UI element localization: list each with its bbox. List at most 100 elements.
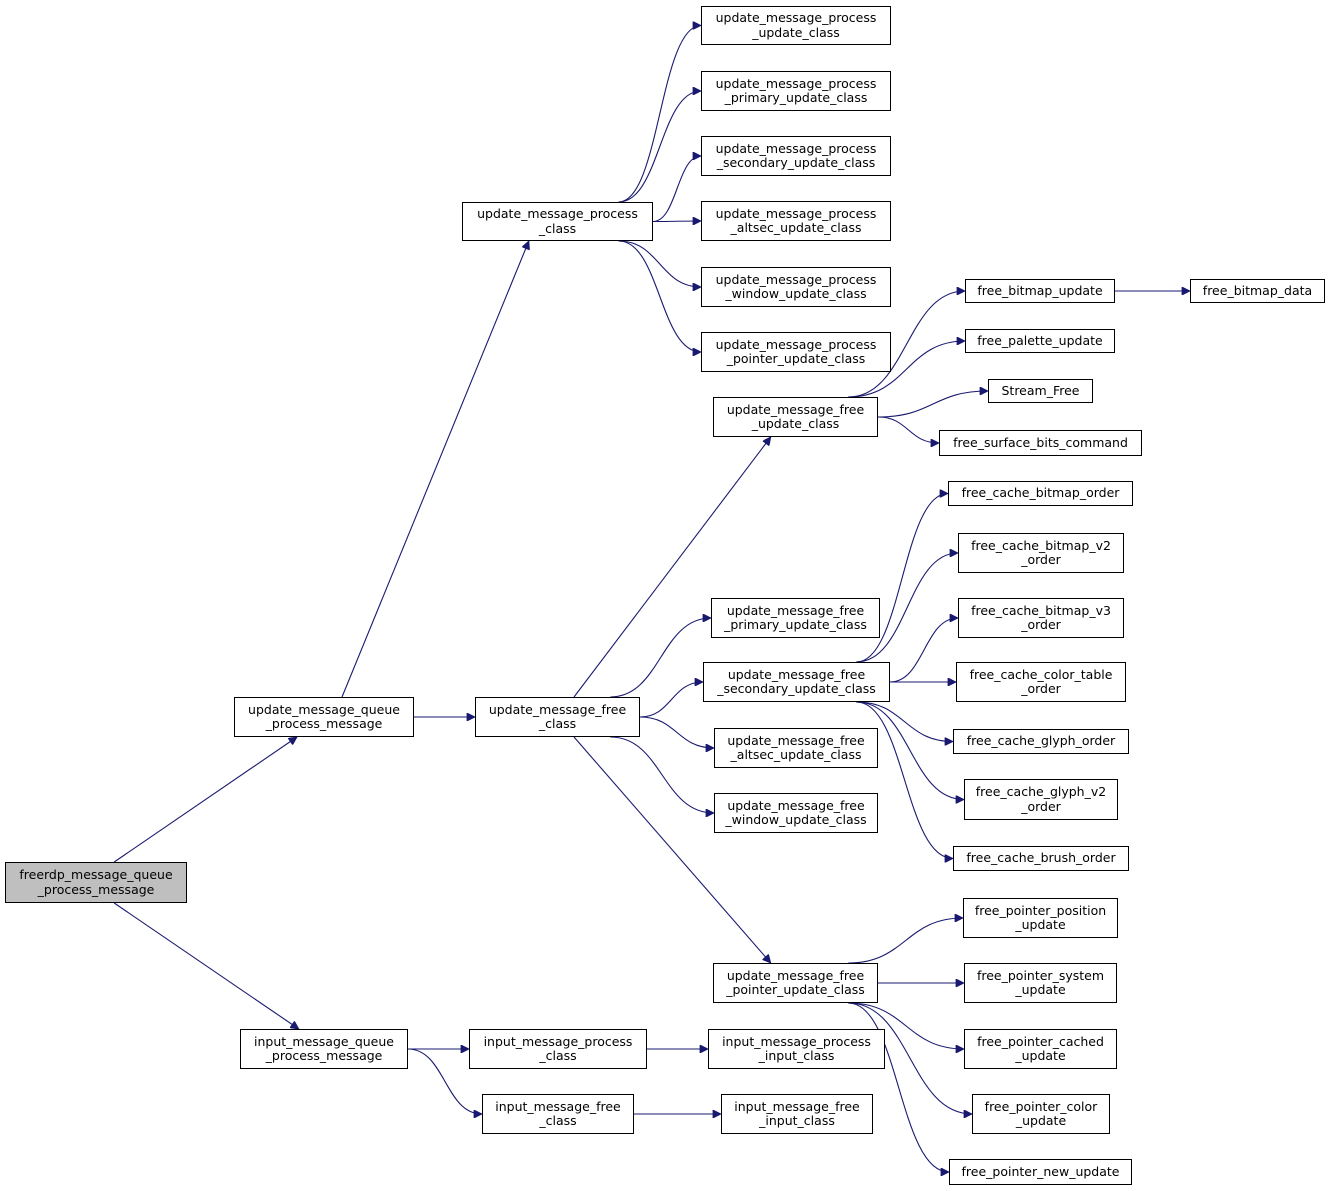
node-update-message-free-window-update-class[interactable]: update_message_free_window_update_class — [714, 793, 878, 833]
node-label-line: update_message_free — [726, 602, 865, 618]
node-free-cache-glyph-v2-order[interactable]: free_cache_glyph_v2_order — [964, 779, 1118, 820]
edge-n13-n25 — [877, 416, 939, 443]
node-free-pointer-cached-update[interactable]: free_pointer_cached_update — [964, 1029, 1117, 1069]
edge-n15-n32 — [856, 701, 953, 859]
edge-n2-n6 — [407, 1048, 482, 1114]
edge-n15-n31 — [856, 701, 964, 800]
edge-n4-n14 — [610, 618, 711, 698]
node-free-cache-color-table-order[interactable]: free_cache_color_table_order — [956, 662, 1126, 702]
node-label-line: freerdp_message_queue — [19, 867, 173, 882]
node-label-line: _process_message — [265, 716, 383, 731]
node-update-message-queue-process-message[interactable]: update_message_queue_process_message — [234, 697, 414, 737]
node-free-cache-glyph-order[interactable]: free_cache_glyph_order — [953, 729, 1129, 754]
node-update-message-free-altsec-update-class[interactable]: update_message_free_altsec_update_class — [714, 728, 878, 768]
node-free-bitmap-data[interactable]: free_bitmap_data — [1190, 279, 1325, 303]
node-label-line: _altsec_update_class — [730, 220, 862, 235]
node-free-cache-bitmap-order[interactable]: free_cache_bitmap_order — [948, 481, 1133, 506]
edge-n3-n7 — [618, 26, 701, 203]
node-label-line: _update — [1015, 917, 1066, 932]
node-label-line: input_message_free — [734, 1098, 860, 1114]
node-label-line: free_cache_glyph_order — [966, 733, 1116, 749]
node-input-message-queue-process-message[interactable]: input_message_queue_process_message — [240, 1029, 408, 1069]
node-update-message-free-update-class[interactable]: update_message_free_update_class — [713, 397, 878, 437]
node-label-line: _update — [1015, 1113, 1067, 1128]
node-label-line: free_pointer_system — [976, 967, 1105, 983]
node-update-message-free-secondary-update-class[interactable]: update_message_free_secondary_update_cla… — [703, 662, 890, 702]
node-free-pointer-color-update[interactable]: free_pointer_color_update — [972, 1094, 1110, 1134]
node-update-message-process-pointer-update-class[interactable]: update_message_process_pointer_update_cl… — [701, 332, 891, 372]
node-label-line: _update — [1015, 982, 1066, 997]
node-input-message-process-input-class[interactable]: input_message_process_input_class — [708, 1029, 885, 1069]
node-free-surface-bits-command[interactable]: free_surface_bits_command — [939, 430, 1142, 456]
node-label-line: _class — [538, 220, 577, 236]
node-update-message-process-update-class[interactable]: update_message_process_update_class — [701, 6, 891, 45]
node-label-line: update_message_free — [727, 797, 865, 813]
node-input-message-free-input-class[interactable]: input_message_free_input_class — [721, 1094, 873, 1134]
edge-n3-n11 — [618, 240, 701, 287]
node-label-line: _update_class — [751, 416, 840, 431]
edge-n18-n37 — [848, 1002, 949, 1172]
edge-n4-n13 — [573, 437, 771, 698]
edge-n4-n15 — [639, 682, 703, 718]
node-label-line: _pointer_update_class — [726, 351, 866, 366]
edge-n15-n27 — [856, 553, 958, 663]
node-update-message-free-pointer-update-class[interactable]: update_message_free_pointer_update_class — [713, 963, 878, 1003]
node-label-line: input_message_free — [495, 1098, 621, 1114]
node-label-line: input_message_process — [722, 1033, 871, 1049]
node-free-palette-update[interactable]: free_palette_update — [965, 329, 1115, 353]
node-free-pointer-position-update[interactable]: free_pointer_position_update — [963, 898, 1118, 938]
node-update-message-process-altsec-update-class[interactable]: update_message_process_altsec_update_cla… — [701, 201, 891, 241]
node-free-cache-bitmap-v3-order[interactable]: free_cache_bitmap_v3_order — [958, 598, 1124, 638]
edge-n3-n10 — [652, 221, 701, 222]
node-update-message-free-class[interactable]: update_message_free_class — [475, 697, 640, 737]
node-label-line: _class — [538, 716, 577, 731]
node-update-message-process-primary-update-class[interactable]: update_message_process_primary_update_cl… — [701, 71, 891, 111]
node-label-line: update_message_free — [727, 732, 865, 748]
node-label-line: _process_message — [37, 881, 155, 897]
node-label-line: _update_class — [752, 24, 840, 40]
node-label-line: free_surface_bits_command — [953, 434, 1128, 450]
edge-n18-n33 — [848, 918, 963, 964]
node-input-message-free-class[interactable]: input_message_free_class — [482, 1094, 634, 1134]
edge-n0-n2 — [113, 902, 299, 1029]
node-label-line: update_message_free — [726, 967, 865, 983]
node-update-message-process-window-update-class[interactable]: update_message_process_window_update_cla… — [701, 267, 891, 307]
node-label-line: _primary_update_class — [724, 90, 868, 105]
edge-n3-n12 — [618, 240, 701, 352]
node-update-message-free-primary-update-class[interactable]: update_message_free_primary_update_class — [711, 598, 880, 638]
node-label-line: update_message_free — [488, 701, 627, 717]
node-free-cache-bitmap-v2-order[interactable]: free_cache_bitmap_v2_order — [958, 533, 1124, 573]
edge-n1-n3 — [341, 241, 529, 698]
node-free-bitmap-update[interactable]: free_bitmap_update — [965, 279, 1115, 303]
node-update-message-process-secondary-update-class[interactable]: update_message_process_secondary_update_… — [701, 136, 891, 176]
node-input-message-process-class[interactable]: input_message_process_class — [469, 1029, 647, 1069]
node-label-line: free_pointer_color — [984, 1098, 1098, 1114]
node-label-line: _order — [1021, 798, 1061, 814]
node-update-message-process-class[interactable]: update_message_process_class — [462, 202, 653, 241]
node-stream-free[interactable]: Stream_Free — [988, 379, 1093, 403]
edge-n18-n35 — [848, 1002, 964, 1049]
node-label-line: _order — [1021, 552, 1061, 567]
node-label-line: _input_class — [758, 1048, 835, 1063]
node-free-pointer-new-update[interactable]: free_pointer_new_update — [949, 1159, 1132, 1185]
node-label-line: Stream_Free — [1001, 382, 1080, 398]
node-label-line: free_cache_brush_order — [966, 850, 1116, 866]
node-label-line: free_cache_bitmap_order — [961, 485, 1120, 501]
node-label-line: free_palette_update — [977, 332, 1103, 348]
node-label-line: free_cache_glyph_v2 — [975, 784, 1107, 799]
edge-n13-n21 — [848, 291, 965, 398]
node-label-line: update_message_free — [726, 401, 865, 417]
edge-n0-n1 — [113, 737, 297, 863]
node-label-line: update_message_process — [715, 205, 877, 221]
node-label-line: update_message_process — [715, 140, 877, 156]
node-label-line: _window_update_class — [725, 286, 867, 301]
node-label-line: free_bitmap_update — [977, 282, 1103, 298]
node-label-line: update_message_process — [715, 271, 877, 287]
node-free-cache-brush-order[interactable]: free_cache_brush_order — [953, 846, 1129, 871]
node-free-pointer-system-update[interactable]: free_pointer_system_update — [964, 963, 1117, 1003]
node-label-line: update_message_process — [715, 336, 877, 352]
node-label-line: _input_class — [759, 1113, 835, 1128]
node-label-line: update_message_free — [727, 666, 866, 682]
node-label-line: _pointer_update_class — [726, 982, 865, 997]
